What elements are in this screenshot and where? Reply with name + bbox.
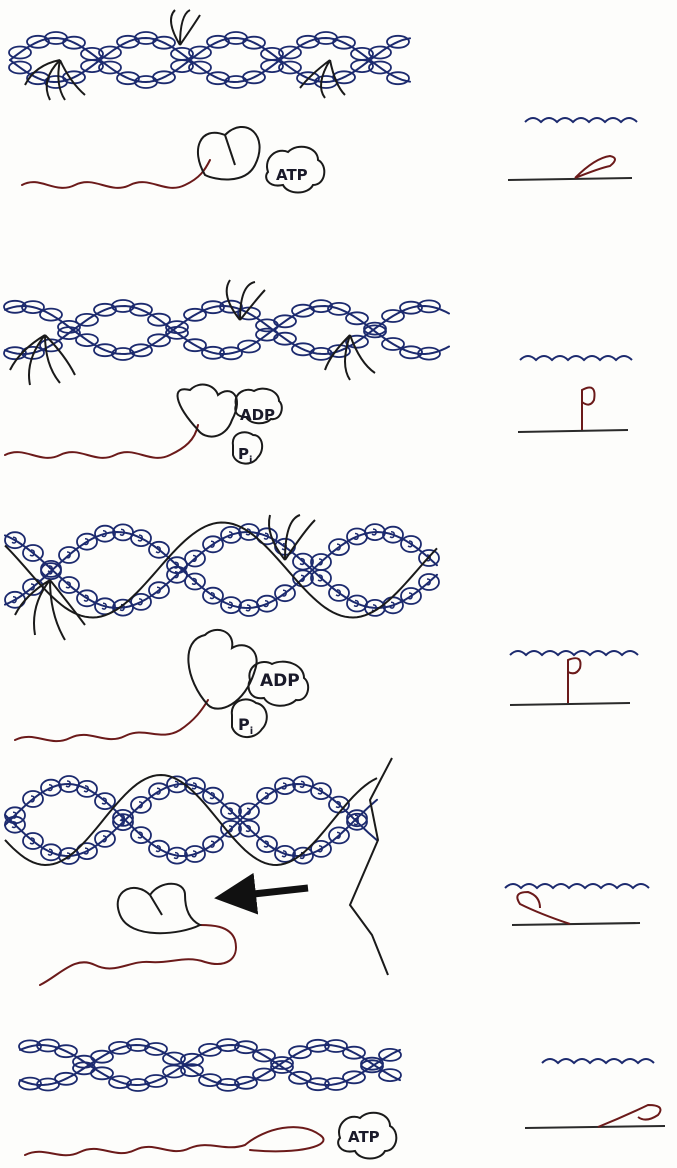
myosin-filament	[15, 700, 208, 741]
z-disc-line	[350, 758, 392, 975]
stage-4	[5, 758, 649, 985]
schematic-stage-3	[510, 651, 638, 705]
myosin-filament	[25, 1127, 324, 1155]
actin-filament-stage-4	[5, 775, 377, 865]
adp-molecule: ADP	[235, 389, 282, 424]
myosin-filament	[22, 160, 210, 188]
adp-label: ADP	[260, 671, 300, 691]
stage-5: ATP	[19, 1039, 665, 1159]
atp-molecule: ATP	[338, 1113, 396, 1159]
atp-label: ATP	[348, 1128, 380, 1146]
atp-label: ATP	[276, 166, 308, 184]
arrow-left-icon	[235, 888, 308, 896]
myosin-filament	[40, 925, 236, 985]
myosin-head	[198, 127, 260, 180]
actin-filament-stage-2	[4, 300, 449, 360]
adp-molecule: ADP	[249, 662, 309, 706]
pi-label: Pi	[238, 715, 253, 737]
stage-2: ADP Pi	[4, 280, 632, 466]
schematic-stage-4	[505, 884, 649, 925]
stage-3: ADP Pi	[5, 515, 638, 741]
myosin-head	[118, 884, 200, 933]
actin-filament-stage-5	[19, 1039, 401, 1091]
schematic-stage-2	[518, 356, 632, 432]
pi-molecule: Pi	[232, 699, 267, 737]
myosin-head	[188, 630, 256, 709]
pi-molecule: Pi	[233, 432, 262, 466]
actin-filament-stage-3	[5, 523, 439, 618]
actin-filament-stage-1	[9, 32, 410, 88]
myosin-head	[178, 385, 238, 437]
pi-label: Pi	[238, 445, 252, 466]
myosin-filament	[5, 425, 198, 458]
stage-1: ATP	[9, 10, 637, 193]
adp-label: ADP	[240, 406, 275, 424]
schematic-stage-5	[525, 1059, 665, 1128]
atp-molecule: ATP	[266, 147, 324, 193]
schematic-stage-1	[508, 118, 637, 180]
